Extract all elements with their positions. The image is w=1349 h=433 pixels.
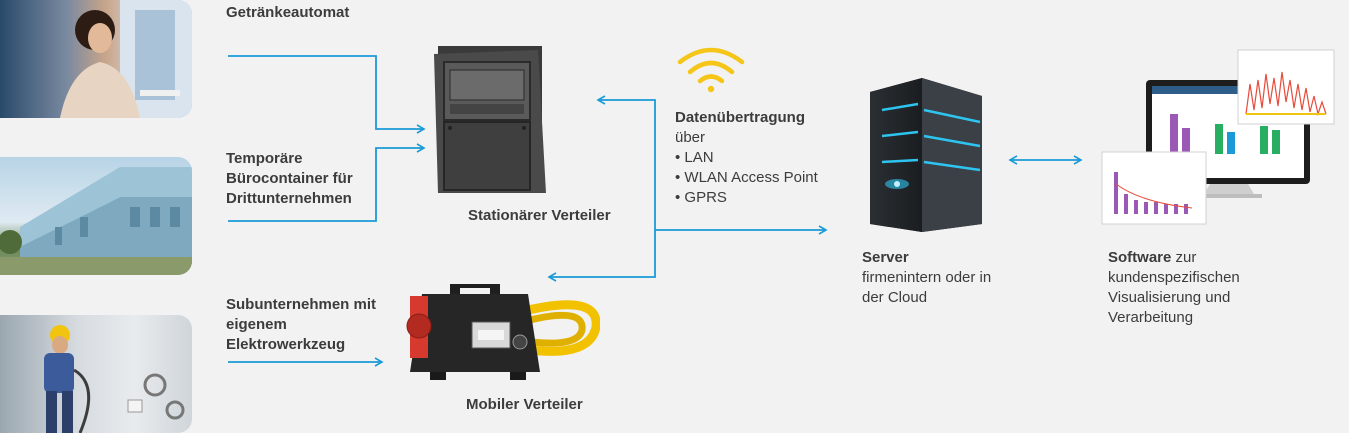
source-label-line: Elektrowerkzeug — [226, 336, 346, 353]
photo-worker — [0, 315, 192, 433]
arrow-vending-to-stationary — [228, 55, 426, 134]
arrow-to-mobile — [547, 230, 656, 282]
mobile-distributor-icon — [400, 272, 600, 390]
worker-illustration — [44, 325, 185, 433]
transmission-title: Datenübertragung — [675, 109, 806, 126]
source-label-line: Bürocontainer für — [226, 170, 353, 187]
transmission-item: GPRS — [675, 188, 818, 208]
transmission-subtitle: über — [675, 129, 706, 146]
arrow-containers-to-stationary — [228, 143, 426, 222]
arrow-to-stationary — [596, 95, 656, 230]
photo-vending-machine — [0, 0, 192, 118]
server-title: Server — [862, 249, 909, 266]
source-label-line: Subunternehmen mit — [226, 296, 377, 313]
transmission-item: LAN — [675, 148, 818, 168]
source-label-vending: Getränkeautomat — [226, 4, 350, 21]
software-title-suffix: zur — [1171, 249, 1197, 266]
server-line: firmenintern oder in — [862, 269, 992, 286]
monitor-icon — [1100, 44, 1340, 229]
transmission-item: WLAN Access Point — [675, 168, 817, 188]
server-block: Server firmenintern oder in der Cloud — [862, 248, 991, 308]
source-label-line: eigenem — [226, 316, 287, 333]
containers-illustration — [0, 167, 192, 275]
server-icon — [862, 74, 987, 234]
software-line: Visualisierung und — [1108, 289, 1231, 306]
software-line: Verarbeitung — [1108, 309, 1194, 326]
source-label-containers: Temporäre Bürocontainer für Drittunterne… — [226, 149, 353, 209]
software-line: kundenspezifischen — [1108, 269, 1240, 286]
mobile-distributor-label: Mobiler Verteiler — [466, 396, 583, 413]
stationary-distributor-label: Stationärer Verteiler — [468, 207, 611, 224]
transmission-block: Datenübertragung über LAN WLAN Access Po… — [675, 108, 818, 208]
source-label-subcontractors: Subunternehmen mit eigenem Elektrowerkze… — [226, 295, 376, 355]
photo-office-containers — [0, 157, 192, 275]
source-label-line: Temporäre — [226, 150, 303, 167]
source-label-line: Drittunternehmen — [226, 190, 352, 207]
software-title: Software — [1108, 249, 1172, 266]
transmission-list: LAN WLAN Access Point GPRS — [675, 148, 818, 208]
server-line: der Cloud — [862, 289, 928, 306]
vending-machine-illustration — [60, 0, 192, 118]
distributor-box-icon — [430, 42, 550, 197]
wifi-icon — [676, 44, 746, 94]
software-block: Software zur kundenspezifischen Visualis… — [1108, 248, 1240, 328]
software-title-line: Software zur — [1108, 248, 1240, 268]
